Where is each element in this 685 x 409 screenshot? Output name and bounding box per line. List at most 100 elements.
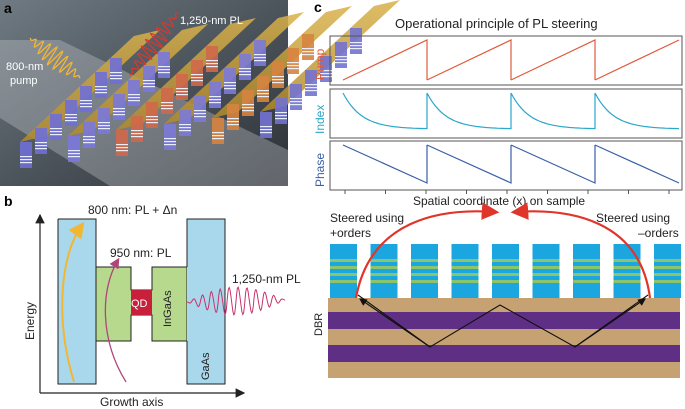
pump-arrow xyxy=(61,221,85,383)
pillar-stripe xyxy=(206,66,218,68)
pillar-c-stripe xyxy=(492,273,519,276)
pillar-stripe xyxy=(206,63,218,65)
pillar-stripe xyxy=(146,116,158,118)
pillar-stripe xyxy=(194,110,206,112)
dbr-label: DBR xyxy=(313,313,325,336)
pillar-stripe xyxy=(239,74,251,76)
dbr-layer xyxy=(328,329,680,345)
pillar-c-stripe xyxy=(330,266,357,269)
pillar xyxy=(227,104,239,130)
pillar-stripe xyxy=(350,45,362,47)
ingaas-label: InGaAs xyxy=(162,290,174,327)
pillar-stripe xyxy=(350,48,362,50)
pillar-stripe xyxy=(239,68,251,70)
pillar-stripe xyxy=(50,134,62,136)
pillar-stripe xyxy=(260,132,272,134)
pillar-c xyxy=(654,244,681,298)
pillar-stripe xyxy=(275,118,287,120)
pillar xyxy=(176,74,188,100)
panel-a-label: a xyxy=(4,0,12,16)
pillar-c-stripe xyxy=(451,280,479,283)
pillar-stripe xyxy=(161,102,173,104)
pillar-stripe xyxy=(257,93,269,95)
pillar-stripe xyxy=(224,88,236,90)
panel-c-label: c xyxy=(314,0,322,15)
pillar-c-stripe xyxy=(654,280,681,283)
pillar xyxy=(305,70,317,96)
pillar-c-stripe xyxy=(370,266,398,269)
pillar-stripe xyxy=(143,83,155,85)
pillar xyxy=(350,28,362,54)
pillar-stripe xyxy=(287,65,299,67)
pillar-c-stripe xyxy=(532,280,560,283)
pillar-stripe xyxy=(35,142,47,144)
pillar-stripe xyxy=(290,101,302,103)
pillar-stripe xyxy=(95,86,107,88)
pillar-c xyxy=(451,244,479,298)
dbr-stack xyxy=(328,298,680,378)
pillar-stripe xyxy=(302,51,314,53)
pillar xyxy=(257,76,269,102)
pillar-c-stripe xyxy=(330,280,357,283)
panel-b-label: b xyxy=(4,193,13,209)
b-pl-label: 1,250-nm PL xyxy=(232,272,301,286)
pillar-c-stripe xyxy=(370,273,398,276)
pillar-stripe xyxy=(158,72,170,74)
pillar-stripe xyxy=(224,82,236,84)
pillar-stripe xyxy=(164,141,176,143)
pillar-c xyxy=(573,244,600,298)
pillar-stripe xyxy=(113,114,125,116)
pillar xyxy=(212,118,224,144)
pillar-stripe xyxy=(131,136,143,138)
steer-left-l1: Steered using xyxy=(330,211,404,225)
pillar-stripe xyxy=(254,57,266,59)
pillar xyxy=(128,80,140,106)
pillar-stripe xyxy=(287,68,299,70)
pillar-stripe xyxy=(80,106,92,108)
b-mid-label: 950 nm: PL xyxy=(110,246,172,260)
qd-box xyxy=(131,290,152,315)
pillar xyxy=(65,100,77,126)
pillar-stripe xyxy=(194,113,206,115)
pillar-stripe xyxy=(191,74,203,76)
pl-1250-wave xyxy=(186,286,286,316)
pillar-stripe xyxy=(95,89,107,91)
pillar-stripe xyxy=(275,112,287,114)
pillar-stripe xyxy=(110,72,122,74)
pillar-stripe xyxy=(128,97,140,99)
pillar xyxy=(302,34,314,60)
pillar-stripe xyxy=(242,104,254,106)
pillar-stripe xyxy=(83,136,95,138)
pillar xyxy=(98,108,110,134)
pillar-stripe xyxy=(254,60,266,62)
pillar-stripe xyxy=(194,116,206,118)
pillar xyxy=(146,102,158,128)
phase-row-label: Phase xyxy=(313,153,327,187)
growth-axis-label: Growth axis xyxy=(100,395,163,409)
pillar-c-stripe xyxy=(573,266,600,269)
pillar-stripe xyxy=(335,62,347,64)
pump-row-label: Pump xyxy=(313,48,327,80)
pillar xyxy=(275,98,287,124)
pillar-stripe xyxy=(50,128,62,130)
pillar-stripe xyxy=(68,156,80,158)
pillar xyxy=(20,142,32,168)
pillar-stripe xyxy=(95,92,107,94)
pillar xyxy=(320,56,332,82)
phase-curve xyxy=(342,144,680,184)
pillar xyxy=(95,72,107,98)
pump-box xyxy=(329,35,683,86)
bounce-arrow-right xyxy=(574,298,646,348)
c-title: Operational principle of PL steering xyxy=(395,16,598,31)
pillar-c-stripe xyxy=(654,266,681,269)
pillar-stripe xyxy=(257,90,269,92)
pillar-stripe xyxy=(176,88,188,90)
pillar xyxy=(110,58,122,84)
pillar-c-stripe xyxy=(573,280,600,283)
pillar-stripe xyxy=(65,114,77,116)
pillar-stripe xyxy=(206,60,218,62)
pillar-stripe xyxy=(98,122,110,124)
pillar-stripe xyxy=(179,130,191,132)
pillar xyxy=(272,62,284,88)
pillar-stripe xyxy=(116,147,128,149)
